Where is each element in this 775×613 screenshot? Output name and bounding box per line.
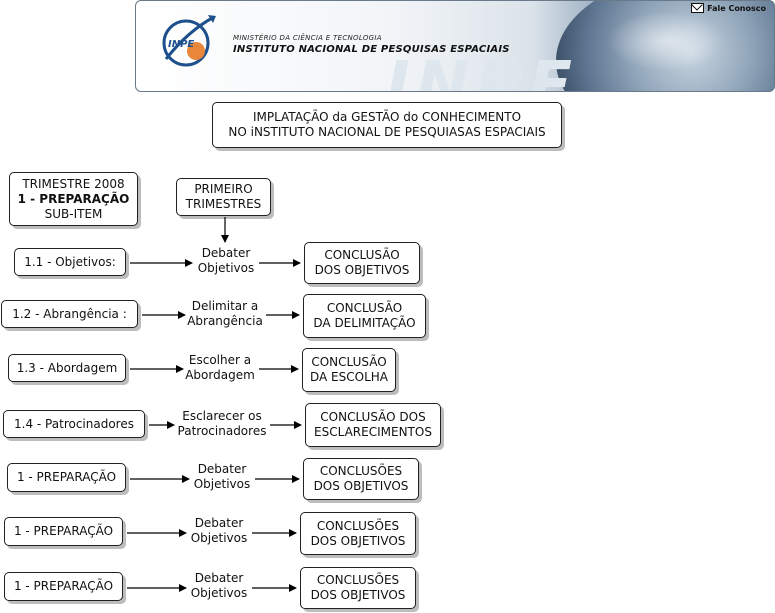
action-1-line2: Objetivos <box>197 261 255 275</box>
title-line2: NO iNSTITUTO NACIONAL DE PESQUIASAS ESPA… <box>228 125 546 139</box>
contact-link[interactable]: Fale Conosco <box>691 3 766 13</box>
ministry-text: MINISTÉRIO DA CIÊNCIA E TECNOLOGIA <box>233 34 382 42</box>
action-3-line2: Abordagem <box>185 368 255 382</box>
item-label-1: 1.1 - Objetivos: <box>24 254 116 269</box>
action-6-line2: Objetivos <box>190 531 248 545</box>
result-1-line1: CONCLUSÃO <box>324 248 400 262</box>
result-3-line1: CONCLUSÃO <box>311 355 387 369</box>
action-2-line2: Abrangência <box>187 314 263 328</box>
item-label-2: 1.2 - Abrangência : <box>12 306 127 321</box>
action-5-line2: Objetivos <box>193 477 251 491</box>
trimester-line1: PRIMEIRO <box>194 182 253 196</box>
item-label-5: 1 - PREPARAÇÃO <box>16 470 117 484</box>
header-line1: TRIMESTRE 2008 <box>22 176 125 191</box>
item-node-2: 1.2 - Abrangência : <box>1 300 138 328</box>
trimester-box: PRIMEIRO TRIMESTRES <box>176 178 271 216</box>
action-2-line1: Delimitar a <box>191 299 259 313</box>
svg-text:INPE: INPE <box>168 39 194 50</box>
institute-name: INSTITUTO NACIONAL DE PESQUISAS ESPACIAI… <box>233 44 510 55</box>
item-node-4: 1.4 - Patrocinadores <box>3 410 145 438</box>
action-1-line1: Debater <box>201 246 251 260</box>
result-3-line2: DA ESCOLHA <box>310 370 388 384</box>
action-4-line2: Patrocinadores <box>177 424 267 438</box>
result-6-line2: DOS OBJETIVOS <box>310 533 406 548</box>
result-7-line1: CONCLUSÕES <box>316 573 400 587</box>
action-3-line1: Escolher a <box>188 353 252 367</box>
banner-watermark: INPE <box>386 49 578 92</box>
diagram-title: IMPLATAÇÃO da GESTÃO do CONHECIMENTO NO … <box>212 102 562 148</box>
trimester-line2: TRIMESTRES <box>185 197 262 211</box>
item-node-1: 1.1 - Objetivos: <box>14 248 126 276</box>
result-4-line2: ESCLARECIMENTOS <box>314 425 432 439</box>
result-2-line2: DA DELIMITAÇÃO <box>313 316 416 330</box>
contact-label: Fale Conosco <box>707 3 766 13</box>
result-1-line2: DOS OBJETIVOS <box>314 263 410 277</box>
result-2-line1: CONCLUSÃO <box>326 301 403 315</box>
action-7-line2: Objetivos <box>190 586 248 600</box>
result-7-line2: DOS OBJETIVOS <box>310 588 406 602</box>
item-node-5: 1 - PREPARAÇÃO <box>7 463 126 492</box>
item-label-4: 1.4 - Patrocinadores <box>14 416 134 431</box>
title-line1: IMPLATAÇÃO da GESTÃO do CONHECIMENTO <box>252 110 522 124</box>
result-5-line2: DOS OBJETIVOS <box>313 479 409 493</box>
item-node-6: 1 - PREPARAÇÃO <box>4 517 123 546</box>
header-line2: 1 - PREPARAÇÃO <box>17 191 130 206</box>
item-node-3: 1.3 - Abordagem <box>8 354 126 382</box>
inpe-banner: INPE INPE MINISTÉRIO DA CIÊNCIA E TECNOL… <box>135 0 775 92</box>
result-5-line1: CONCLUSÕES <box>319 464 403 478</box>
item-label-7: 1 - PREPARAÇÃO <box>13 579 114 593</box>
result-4-line1: CONCLUSÃO DOS <box>320 410 426 424</box>
action-5-line1: Debater <box>197 462 247 476</box>
action-4-line1: Esclarecer os <box>182 409 262 423</box>
item-node-7: 1 - PREPARAÇÃO <box>4 572 123 601</box>
mail-icon <box>691 3 705 13</box>
header-line3: SUB-ITEM <box>44 206 103 221</box>
header-box: TRIMESTRE 2008 1 - PREPARAÇÃO SUB-ITEM <box>9 172 138 226</box>
earth-highlight <box>606 11 726 71</box>
result-6-line1: CONCLUSÕES <box>316 518 400 533</box>
item-label-3: 1.3 - Abordagem <box>16 360 118 375</box>
inpe-logo: INPE <box>162 15 216 67</box>
action-7-line1: Debater <box>194 571 244 585</box>
item-label-6: 1 - PREPARAÇÃO <box>13 524 114 538</box>
action-6-line1: Debater <box>194 516 244 530</box>
